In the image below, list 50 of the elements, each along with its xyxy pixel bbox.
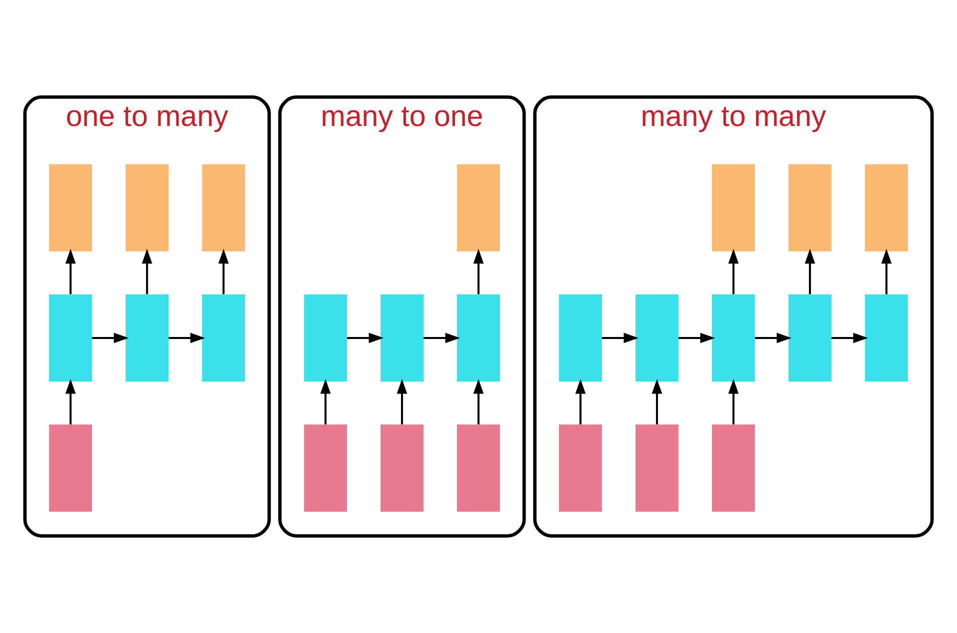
cluster: one to many [23, 95, 271, 538]
arrow [804, 248, 816, 294]
arrow [218, 248, 229, 294]
arrow [602, 332, 639, 344]
node-box [380, 424, 424, 512]
node-box [712, 164, 755, 252]
arrow [65, 248, 76, 294]
node-box [49, 164, 92, 252]
arrow [678, 332, 716, 344]
arrow [754, 332, 792, 344]
node-box [636, 424, 678, 512]
arrow [728, 248, 739, 294]
node-box [864, 294, 908, 382]
node-box [636, 294, 678, 382]
node-box [202, 164, 246, 252]
node-box [202, 294, 246, 382]
node-box [126, 164, 169, 252]
node-box [457, 424, 500, 512]
arrow [473, 378, 484, 424]
arrow [142, 248, 152, 294]
arrow [347, 332, 384, 344]
node-box [457, 164, 500, 252]
node-box [457, 294, 500, 382]
arrow [65, 378, 76, 424]
node-box [304, 294, 347, 382]
arrow [831, 332, 868, 344]
arrow [881, 248, 892, 294]
node-box [49, 424, 92, 512]
node-box [559, 424, 602, 512]
node-box [126, 294, 169, 382]
arrow [424, 332, 460, 344]
cluster: many to many [533, 95, 934, 538]
node-box [380, 294, 424, 382]
node-box [49, 294, 92, 382]
node-box [559, 294, 602, 382]
node-box [304, 424, 347, 512]
arrow [168, 332, 206, 344]
arrow [473, 248, 484, 294]
arrow [652, 378, 662, 424]
arrow [320, 378, 331, 424]
cluster: many to one [278, 95, 526, 538]
node-box [712, 294, 755, 382]
arrow [396, 378, 408, 424]
arrow [728, 378, 739, 424]
node-box [788, 294, 832, 382]
arrow [92, 332, 129, 344]
node-box [712, 424, 755, 512]
arrow [575, 378, 586, 424]
node-box [788, 164, 832, 252]
node-box [864, 164, 908, 252]
